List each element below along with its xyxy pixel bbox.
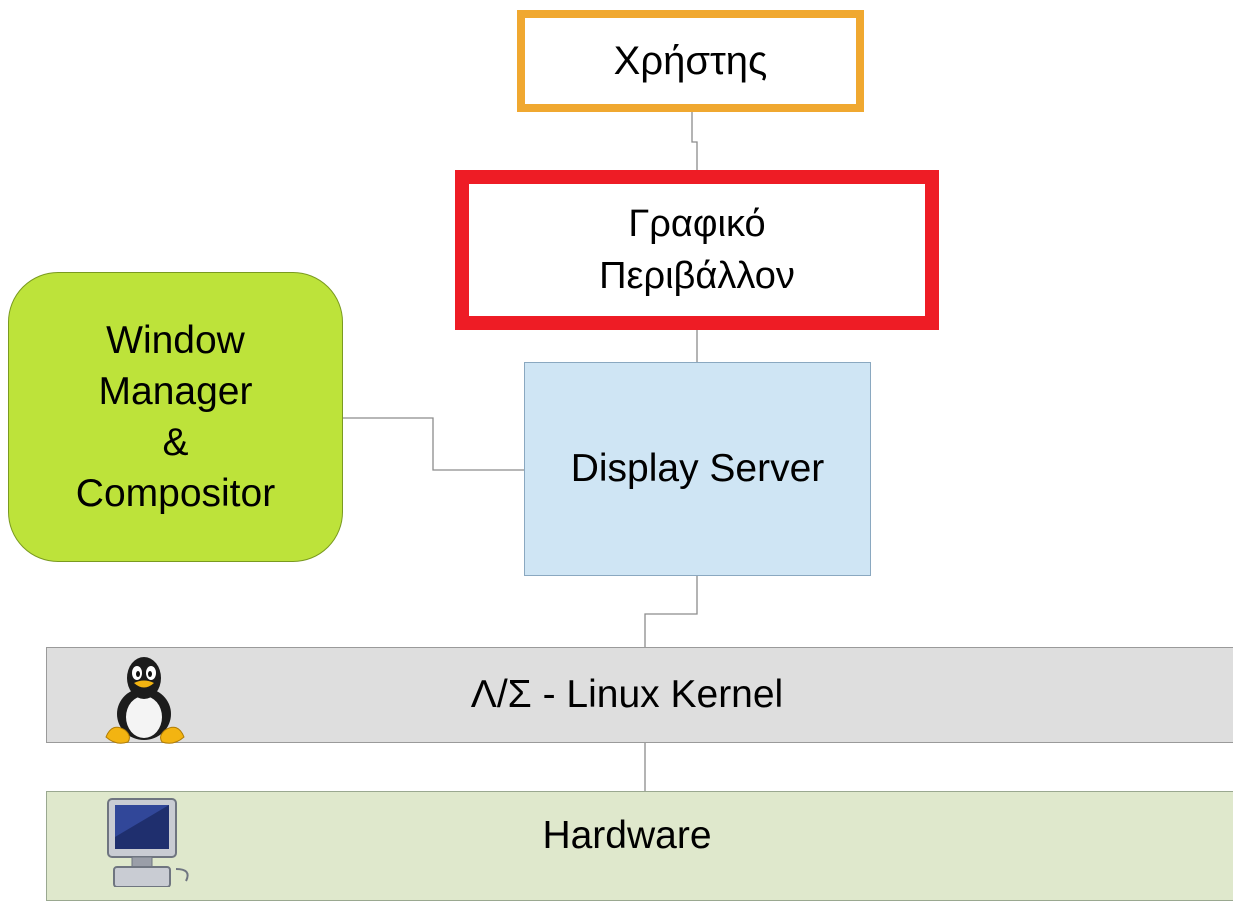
hardware-label: Hardware bbox=[542, 814, 712, 857]
connector-display-server-to-kernel bbox=[644, 576, 698, 647]
window-manager-label-line4: Compositor bbox=[75, 472, 276, 515]
desktop-environment-box: Γραφικό Περιβάλλον bbox=[455, 170, 939, 330]
hardware-band: Hardware bbox=[46, 791, 1233, 901]
window-manager-label-line1: Window bbox=[106, 319, 245, 362]
display-server-box: Display Server bbox=[524, 362, 871, 576]
window-manager-label-line2: Manager bbox=[98, 370, 253, 413]
desktop-environment-label-line1: Γραφικό bbox=[628, 203, 766, 245]
display-server-label: Display Server bbox=[570, 447, 825, 490]
tux-penguin-icon bbox=[105, 657, 185, 744]
desktop-environment-label-line2: Περιβάλλον bbox=[599, 255, 795, 297]
computer-monitor-icon bbox=[107, 798, 189, 887]
kernel-band: Λ/Σ - Linux Kernel bbox=[46, 647, 1233, 743]
user-label: Χρήστης bbox=[613, 38, 768, 83]
kernel-label: Λ/Σ - Linux Kernel bbox=[470, 673, 784, 716]
connector-window-manager-to-display-server bbox=[343, 417, 524, 471]
window-manager-label-line3: & bbox=[162, 421, 189, 464]
user-box: Χρήστης bbox=[517, 10, 864, 112]
connector-user-to-desktop bbox=[691, 112, 698, 170]
window-manager-box: Window Manager & Compositor bbox=[8, 272, 343, 562]
